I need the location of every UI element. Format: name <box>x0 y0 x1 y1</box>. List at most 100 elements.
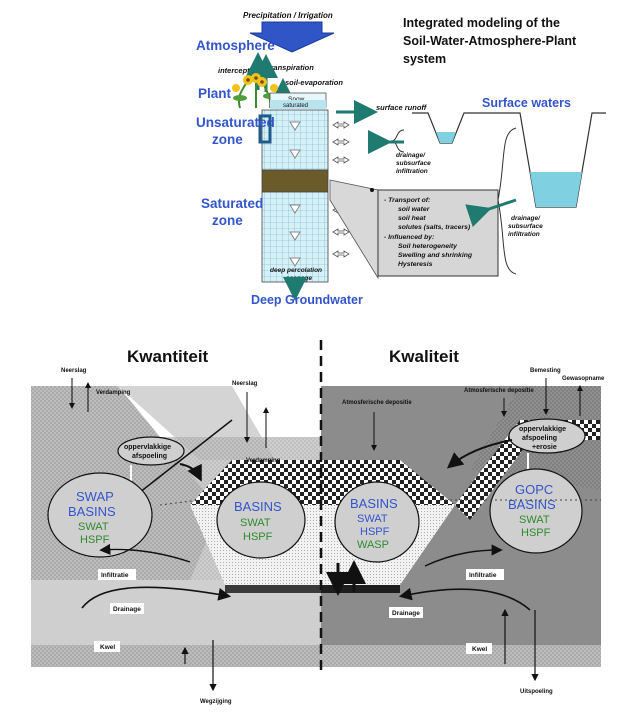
neerslag-mid-label: Neerslag <box>232 381 258 387</box>
transpiration-label: transpiration <box>268 63 314 72</box>
transport-line-2: soil water <box>398 206 430 213</box>
neerslag-left-label: Neerslag <box>61 368 87 374</box>
model-right-center-line-2: SWAT <box>357 513 388 525</box>
model-right-center-ellipse <box>334 481 420 563</box>
saturated-surface-layer <box>270 100 326 109</box>
large-drainage-label-1: drainage/ <box>511 215 541 222</box>
transport-line-6: Soil heterogeneity <box>398 243 458 250</box>
model-right-center-line-3: HSPF <box>360 526 390 538</box>
model-right-center-line-4: WASP <box>357 539 389 551</box>
top-title-line-1: Integrated modeling of the <box>403 16 560 30</box>
plant-label: Plant <box>198 86 232 101</box>
infiltratie-left-arrow <box>99 543 191 563</box>
kwaliteit-heading: Kwaliteit <box>389 347 459 366</box>
transport-line-5: - Influenced by: <box>384 234 434 241</box>
large-drainage-label-3: infiltration <box>508 231 540 238</box>
precipitation-arrow <box>249 21 335 53</box>
model-center-line-3: HSPF <box>243 531 273 543</box>
model-left-line-3: SWAT <box>78 521 109 533</box>
model-right-line-1: GOPC <box>515 482 553 497</box>
channel-bottom-right <box>321 585 400 593</box>
drainage-left-arrow <box>81 586 232 609</box>
wegzijging-label: Wegzijging <box>200 699 232 705</box>
opp-right-arrow <box>446 439 513 469</box>
model-left-line-4: HSPF <box>80 534 110 546</box>
kwantiteit-heading: Kwantiteit <box>127 347 209 366</box>
model-right-line-4: HSPF <box>521 527 551 539</box>
small-drainage-label-2: subsurface <box>396 160 431 167</box>
deep-percolation-label-2: seepage <box>286 275 312 282</box>
left-dotted-line <box>159 499 201 506</box>
transport-line-3: soil heat <box>398 215 426 222</box>
transport-dot <box>370 188 374 192</box>
bemesting-label: Bemesting <box>530 368 561 374</box>
soil-brown-layer <box>261 169 329 193</box>
channel-bottom-left <box>225 585 321 593</box>
surface-runoff-label: surface runoff <box>376 103 428 112</box>
interception-label: interception <box>218 66 261 75</box>
atmosphere-label: Atmosphere <box>196 38 275 53</box>
saturated-zone-label-2: zone <box>212 213 243 228</box>
model-right-center-line-1: BASINS <box>350 496 398 511</box>
model-right-ellipse <box>489 468 583 554</box>
small-ditch-water <box>436 132 456 143</box>
gewasopname-label: Gewasopname <box>562 376 605 382</box>
snow-label: Snow <box>288 96 305 103</box>
column-flow-arrows <box>289 121 301 267</box>
saturated-zone-label-1: Saturated <box>201 196 263 211</box>
model-right-line-3: SWAT <box>519 514 550 526</box>
transport-line-4: solutes (salts, tracers) <box>398 224 471 231</box>
model-left-line-1: SWAP <box>76 489 114 504</box>
opp-right-label-3: +erosie <box>532 444 557 451</box>
top-title-line-2: Soil-Water-Atmosphere-Plant <box>403 34 577 48</box>
drainage-right-label: Drainage <box>392 610 420 617</box>
opp-left-label-1: oppervlakkige <box>124 444 171 451</box>
large-drainage-label-2: subsurface <box>508 223 543 230</box>
model-left-line-2: BASINS <box>68 504 116 519</box>
left-slope-line <box>129 419 233 501</box>
kwel-left-label: Kwel <box>100 644 115 651</box>
transport-line-8: Hysteresis <box>398 261 433 268</box>
atmosferische-right-label: Atmosferische depositie <box>464 388 534 394</box>
top-diagram: Integrated modeling of the Soil-Water-At… <box>196 11 606 307</box>
transport-callout-wedge <box>329 179 379 280</box>
model-center-line-2: SWAT <box>240 517 271 529</box>
model-left-ellipse <box>47 472 153 558</box>
opp-right-label-2: afspoeling <box>522 435 557 442</box>
infiltratie-left-box <box>98 569 136 580</box>
infiltratie-left-label: Infiltratie <box>101 572 129 579</box>
soil-evaporation-label: soil-evaporation <box>285 78 343 87</box>
atmosferische-mid-label: Atmosferische depositie <box>342 400 412 406</box>
infiltratie-right-arrow <box>424 544 503 567</box>
large-canal-bracket <box>497 127 517 275</box>
large-drainage-arrow <box>465 198 517 228</box>
surface-waters-label: Surface waters <box>482 96 571 110</box>
drainage-left-label: Drainage <box>113 606 141 613</box>
drainage-right-box <box>389 607 423 618</box>
small-drainage-label-1: drainage/ <box>396 152 426 159</box>
transport-line-1: - Transport of: <box>384 197 430 204</box>
unsaturated-column <box>261 109 329 171</box>
model-center-line-1: BASINS <box>234 499 282 514</box>
unsaturated-zone-label-1: Unsaturated <box>196 115 275 130</box>
precipitation-label: Precipitation / Irrigation <box>243 11 333 20</box>
deep-percolation-label-1: deep percolation <box>270 267 322 274</box>
saturated-small-label: saturated <box>283 103 308 109</box>
drainage-left-box <box>110 603 144 614</box>
large-canal-water <box>530 172 582 207</box>
drainage-right-arrow <box>398 587 531 611</box>
transport-line-7: Swelling and shrinking <box>398 252 473 259</box>
infiltratie-right-label: Infiltratie <box>469 572 497 579</box>
kwel-right-box <box>466 643 492 654</box>
bottom-strip <box>31 645 601 667</box>
bottom-diagram: Kwantiteit Kwaliteit Neerslag Verdamping… <box>31 340 605 705</box>
verdamping-mid-label: Verdamping <box>246 458 281 464</box>
small-drainage-label-3: infiltration <box>396 168 428 175</box>
unsaturated-zone-label-2: zone <box>212 132 243 147</box>
infiltratie-right-box <box>466 569 504 580</box>
opp-left-arrow <box>179 463 202 482</box>
opp-right-label-1: oppervlakkige <box>519 426 566 433</box>
verdamping-left-label: Verdamping <box>96 390 131 396</box>
deep-groundwater-label: Deep Groundwater <box>251 293 363 307</box>
